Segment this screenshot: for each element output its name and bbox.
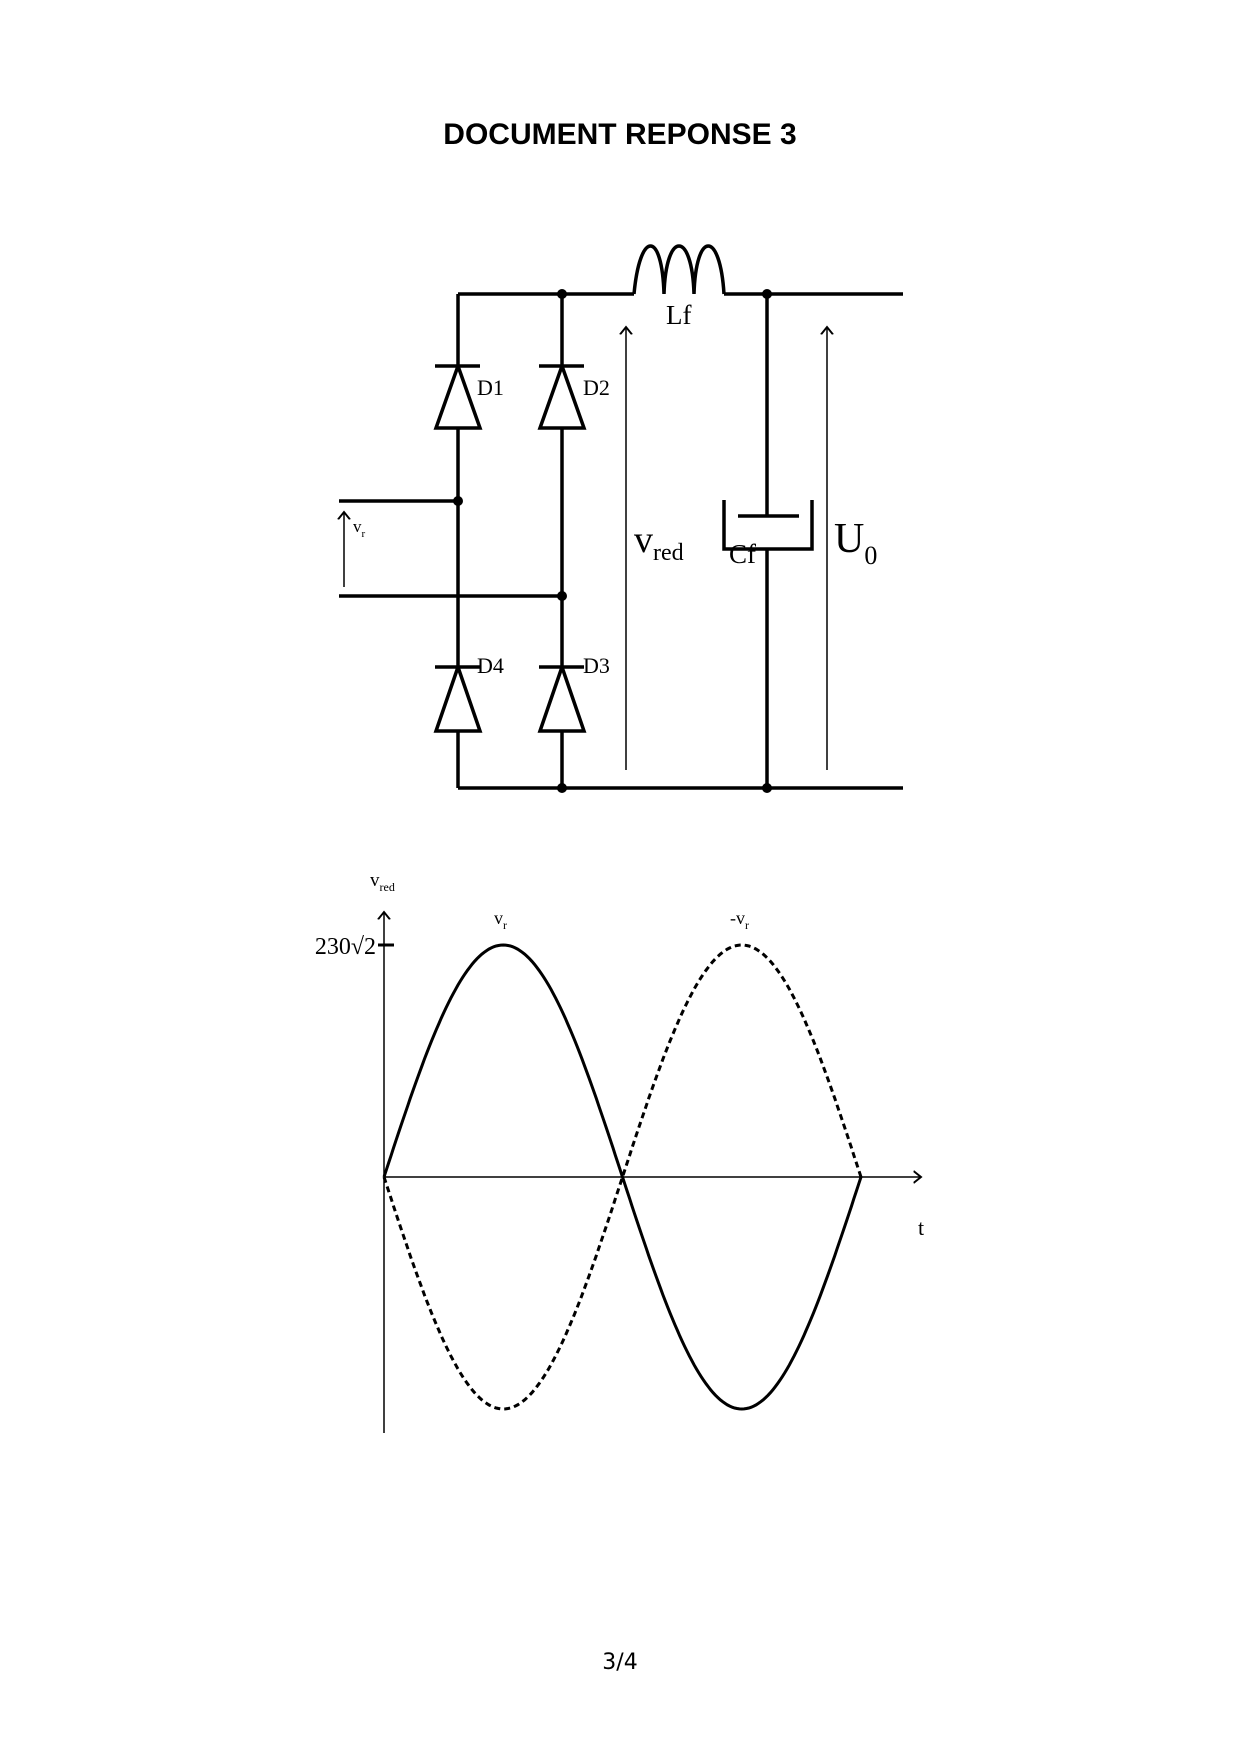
input-wires [339, 499, 562, 598]
label-d2: D2 [583, 375, 610, 400]
y-axis-label: vred [370, 870, 395, 894]
y-tick-label: 230√2 [315, 934, 376, 960]
page-title: DOCUMENT REPONSE 3 [443, 118, 797, 151]
label-u0: U0 [834, 516, 877, 570]
waveform-chart: 230√2 vred t vr -vr [315, 870, 924, 1433]
capacitor-symbol [722, 500, 814, 551]
diode-d3 [537, 661, 587, 733]
diode-d4 [433, 661, 483, 733]
label-d3: D3 [583, 653, 610, 678]
series-line-vr [382, 943, 863, 1411]
label-vr: vr [353, 517, 366, 540]
label-cf: Cf [729, 539, 756, 569]
inductor-symbol [632, 244, 726, 295]
series-label-vr: vr [494, 908, 507, 932]
junction-dots [453, 289, 772, 793]
diode-d1 [433, 360, 483, 430]
label-d4: D4 [477, 653, 504, 678]
page-number: 3/4 [602, 1650, 638, 1675]
series-label-minus-vr: -vr [730, 908, 749, 932]
diode-d2 [537, 360, 587, 430]
label-lf: Lf [666, 300, 691, 330]
label-vred: vred [634, 519, 684, 566]
top-wire [456, 292, 903, 366]
x-axis-label: t [918, 1215, 924, 1240]
label-d1: D1 [477, 375, 504, 400]
rectifier-circuit: D1 D2 D4 D3 Lf Cf vr vred U0 [339, 244, 903, 793]
